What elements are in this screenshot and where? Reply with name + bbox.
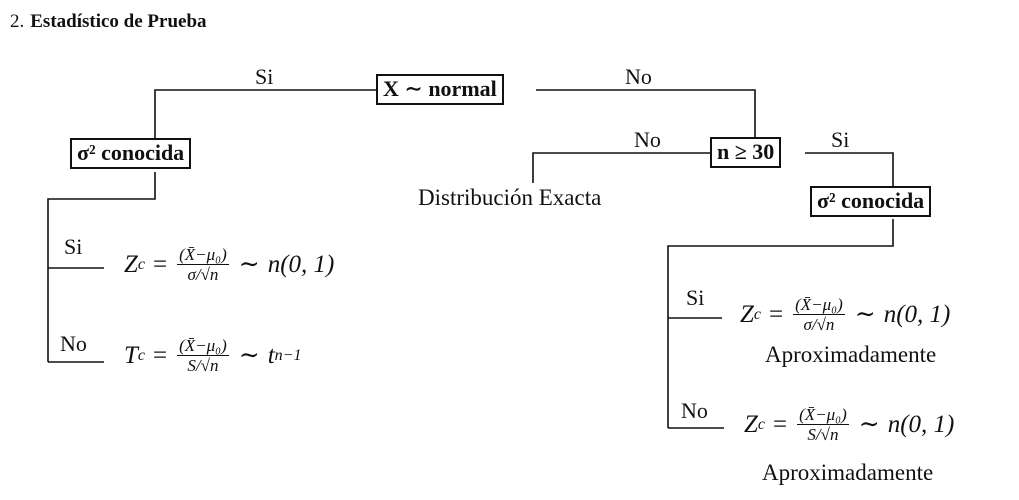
statistic-subscript: c [137, 255, 146, 273]
fraction: (X̄−μ₀) σ/√n [793, 296, 845, 333]
section-heading: 2.Estadístico de Prueba [10, 12, 207, 31]
fraction-denominator: σ/√n [187, 265, 219, 284]
edge-label-left-si: Si [64, 234, 83, 259]
edge-root-left [154, 89, 376, 138]
edge-n-right [805, 152, 894, 186]
fraction-numerator: (X̄−μ₀) [177, 336, 229, 356]
fraction: (X̄−μ₀) σ/√n [177, 246, 229, 283]
fraction-numerator: (X̄−μ₀) [793, 295, 845, 315]
fraction-numerator: (X̄−μ₀) [177, 245, 229, 265]
edge-label-root-no: No [625, 64, 652, 89]
fraction-numerator: (X̄−μ₀) [797, 405, 849, 425]
statistic-symbol: Z [740, 301, 754, 328]
distribution: n(0, 1) [883, 301, 951, 328]
edge-label-right-no: No [681, 398, 708, 423]
fraction-denominator: S/√n [187, 356, 219, 375]
statistic-subscript: c [757, 415, 766, 433]
node-exact-distribution: Distribución Exacta [418, 185, 602, 210]
section-number: 2. [10, 11, 25, 32]
distribution: t [267, 342, 275, 369]
distribution-subscript: n−1 [274, 346, 302, 364]
edge-n-left [532, 152, 710, 183]
edge-right-known-down [667, 219, 894, 428]
edge-label-root-si: Si [255, 64, 274, 89]
edge-left-known-down [47, 172, 156, 362]
edge-label-n-no: No [634, 127, 661, 152]
distribution: n(0, 1) [267, 251, 335, 278]
node-sample-size: n ≥ 30 [710, 137, 782, 168]
node-right-variance-known: σ² conocida [810, 186, 932, 217]
fraction: (X̄−μ₀) S/√n [177, 337, 229, 374]
section-title: Estadístico de Prueba [30, 11, 207, 32]
statistic-symbol: T [124, 342, 138, 369]
edge-label-right-si: Si [686, 285, 705, 310]
statistic-subscript: c [753, 305, 762, 323]
statistic-symbol: Z [744, 411, 758, 438]
distribution: n(0, 1) [887, 411, 955, 438]
approx-note-right-si: Aproximadamente [765, 342, 937, 367]
fraction-denominator: S/√n [807, 425, 839, 444]
edge-label-left-no: No [60, 331, 87, 356]
node-root-normal: X ∼ normal [376, 74, 504, 105]
approx-note-right-no: Aproximadamente [762, 460, 934, 485]
edge-label-n-si: Si [831, 127, 850, 152]
fraction: (X̄−μ₀) S/√n [797, 406, 849, 443]
fraction-denominator: σ/√n [803, 315, 835, 334]
statistic-symbol: Z [124, 251, 138, 278]
node-left-variance-known: σ² conocida [70, 138, 192, 169]
statistic-subscript: c [137, 346, 146, 364]
edge-root-right [536, 89, 756, 137]
